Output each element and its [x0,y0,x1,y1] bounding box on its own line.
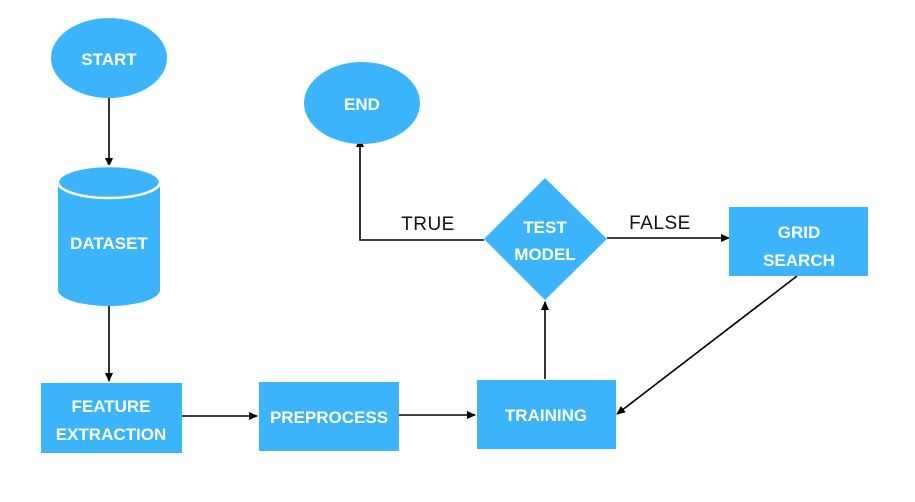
preprocess-node: PREPROCESS [259,382,399,451]
false-label: FALSE [629,213,691,234]
grid-search-node: GRID SEARCH [729,207,868,276]
edge-test-model-end-true [356,138,484,241]
grid-search-label-line1: GRID [778,223,821,242]
true-label: TRUE [401,214,455,235]
feature-extraction-label-line2: EXTRACTION [56,425,167,444]
grid-search-label-line2: SEARCH [763,251,835,270]
test-model-label-line1: TEST [523,218,567,237]
dataset-label: DATASET [70,234,148,253]
end-label: END [344,95,380,114]
training-label: TRAINING [505,406,587,425]
dataset-node: DATASET [56,164,162,306]
test-model-label-line2: MODEL [514,245,575,264]
feature-extraction-node: FEATURE EXTRACTION [41,383,182,453]
training-node: TRAINING [477,380,616,449]
feature-extraction-label-line1: FEATURE [71,397,150,416]
start-label: START [81,50,137,69]
edge-grid-search-training [616,275,798,415]
test-model-node: TEST MODEL [484,178,607,300]
end-node: END [304,62,420,144]
preprocess-label: PREPROCESS [270,408,388,427]
start-node: START [51,18,167,98]
